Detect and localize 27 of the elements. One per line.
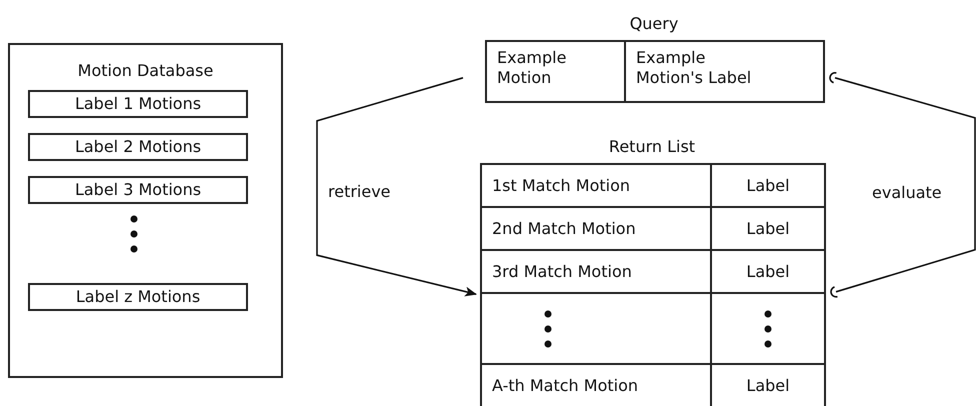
table-title: Return List [608,137,696,157]
cell-text: 3rd Match Motion [492,262,632,282]
database-panel [8,43,283,378]
list-box [28,176,248,204]
panel-title: Motion Database [76,61,214,81]
list-item-text: Label 3 Motions [74,180,202,200]
list-item-text: Label 2 Motions [74,137,202,157]
cell-text: 1st Match Motion [492,176,630,196]
cell-text: Label [745,376,791,396]
edge-label: evaluate [872,183,942,203]
cell-text: Example Motion's Label [636,48,752,88]
cell-text: Label [745,176,791,196]
table-cell [710,363,826,406]
list-box [28,283,248,311]
edge-label: retrieve [328,182,391,202]
cell-text: Label [745,262,791,282]
cell-text: A-th Match Motion [492,376,638,396]
arrow [316,77,477,296]
list-item-text: Label z Motions [74,287,202,307]
cell-text: Example Motion [497,48,568,88]
cell-text: 2nd Match Motion [492,218,636,238]
cell-text: Label [745,218,791,238]
list-box [28,133,248,161]
list-box [28,90,248,118]
table-title: Query [628,14,680,34]
list-item-text: Label 1 Motions [74,94,202,114]
connector-line [829,72,976,298]
